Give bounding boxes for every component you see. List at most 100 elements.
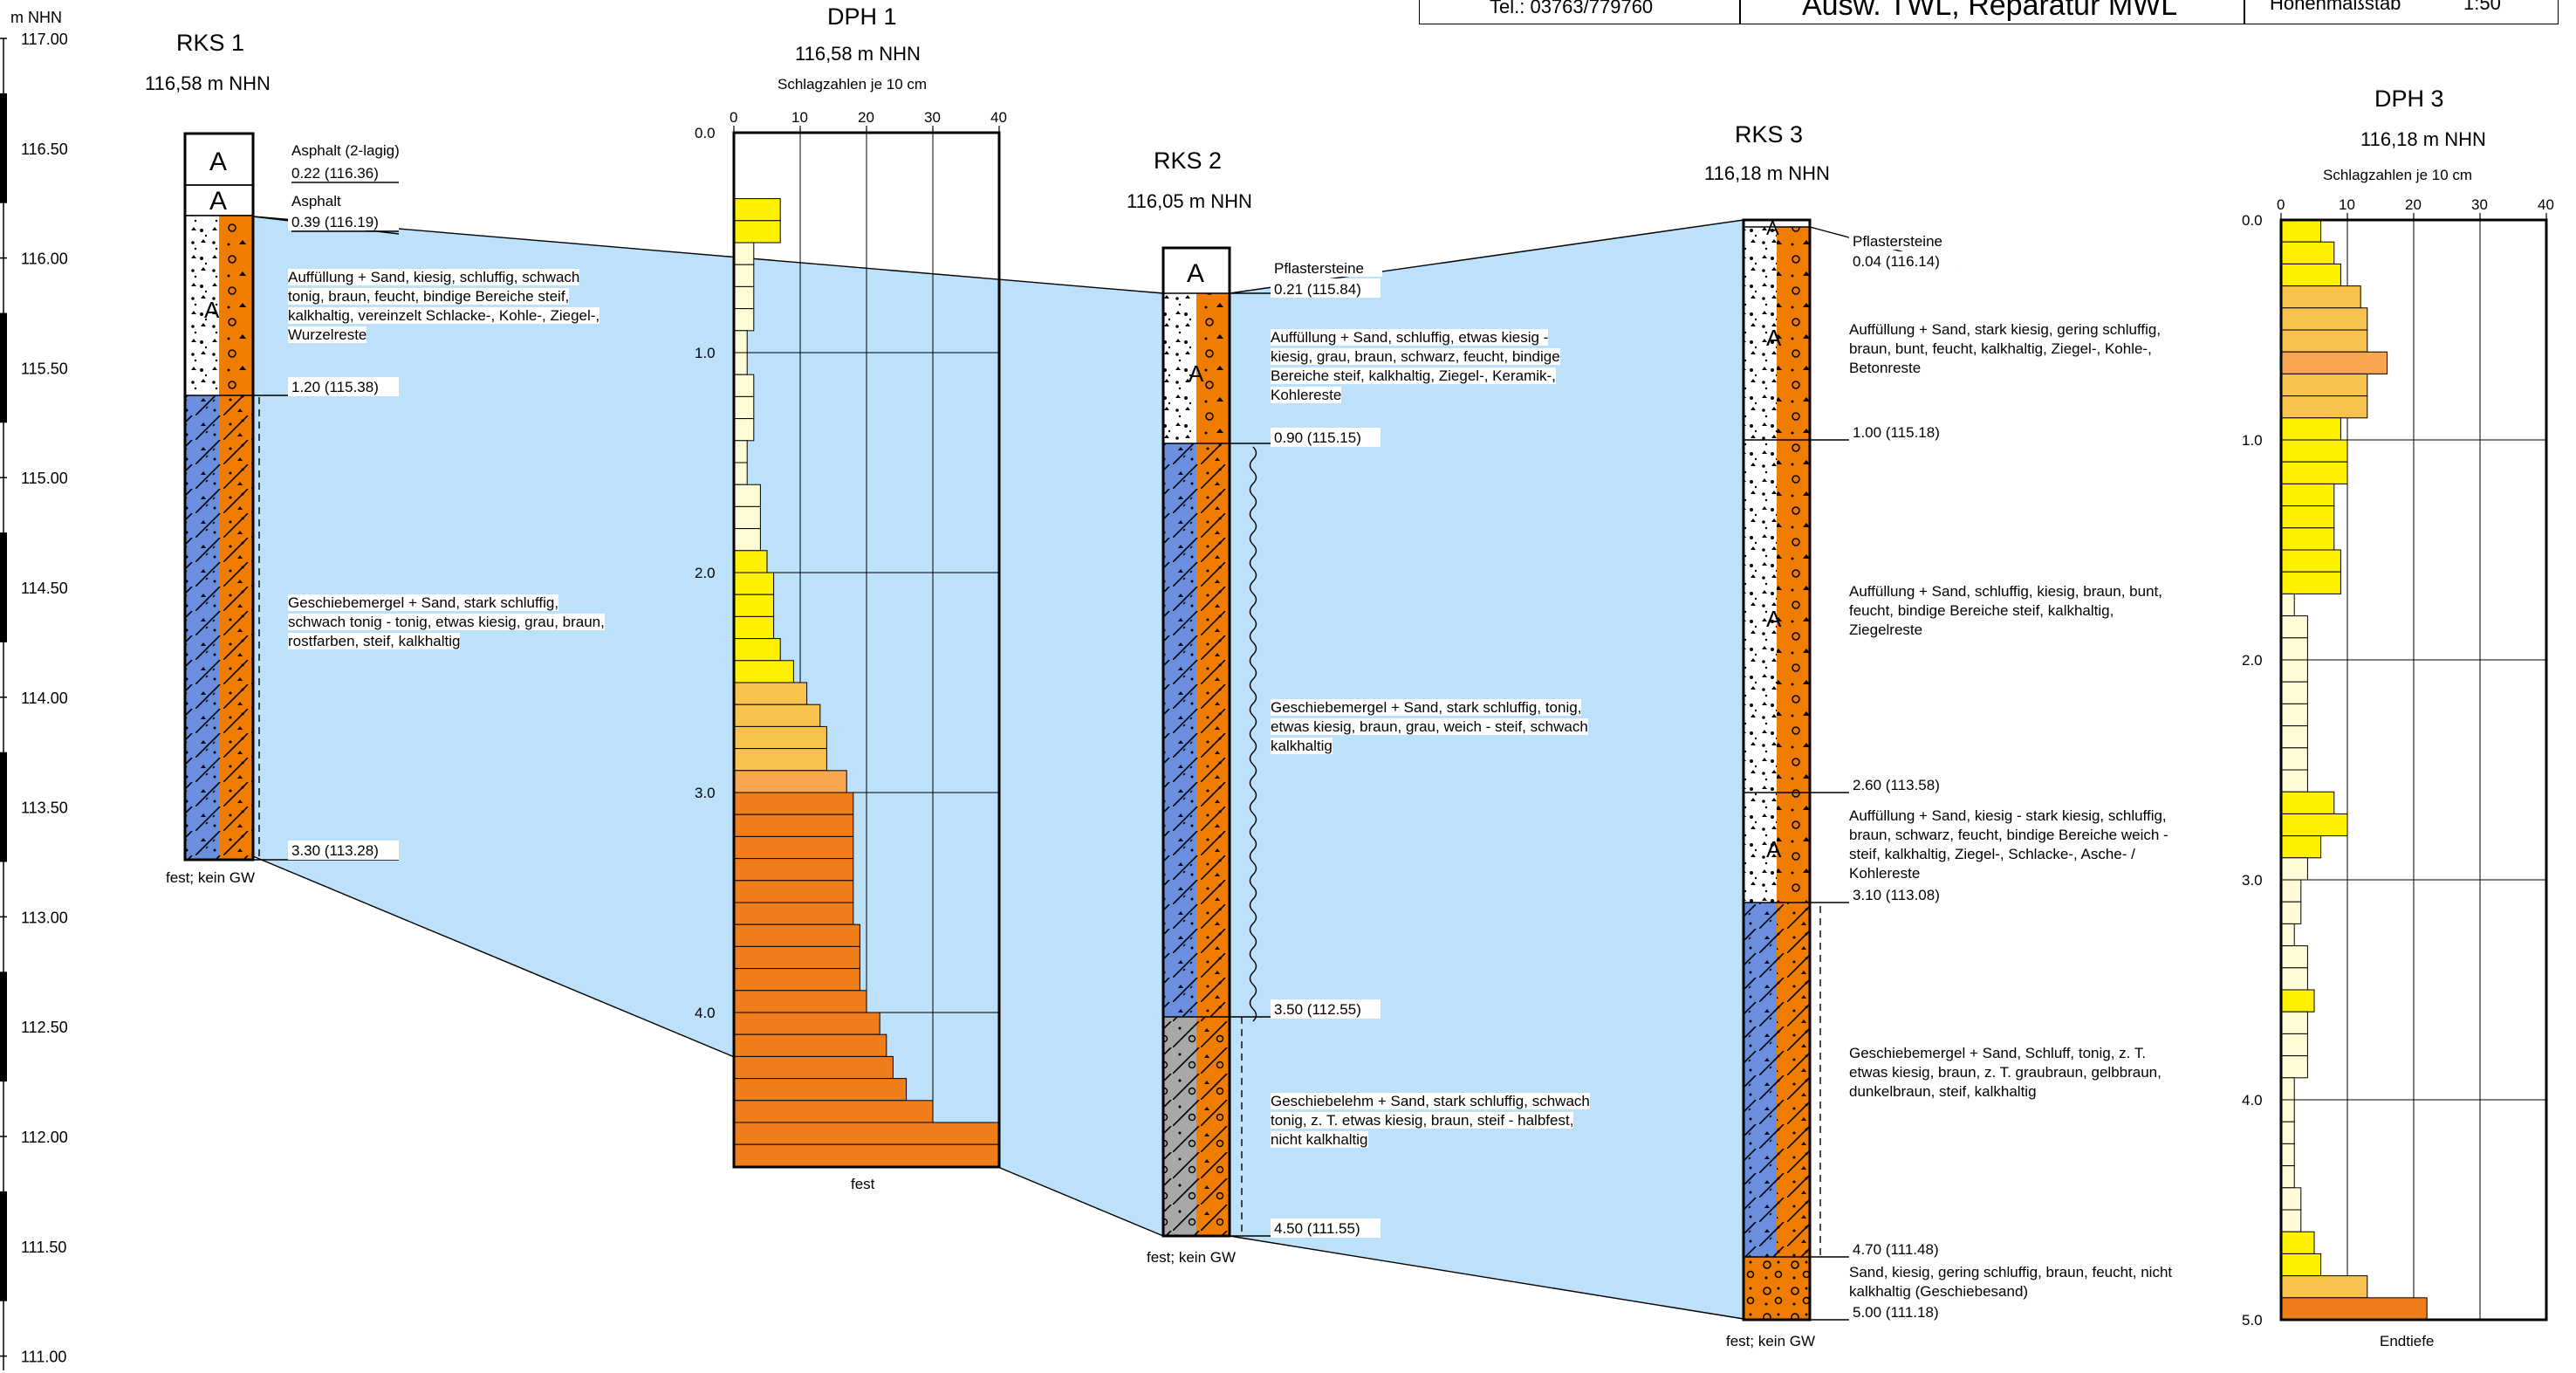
probe-bar (733, 462, 748, 485)
layer-description: Asphalt (291, 193, 341, 209)
layer-description: Geschiebemergel + Sand, Schluff, tonig, … (1849, 1045, 2162, 1100)
probe-bar (733, 572, 775, 595)
probe-x-tick-label: 20 (858, 109, 874, 126)
probe-bar (2280, 1187, 2302, 1211)
probe-bar (733, 484, 761, 507)
probe-depth-tick: 4.0 (2242, 1092, 2263, 1109)
borehole-footer: fest; kein GW (166, 869, 255, 886)
probe-depth-tick: 0.0 (2242, 212, 2263, 229)
depth-label: 2.60 (113.58) (1853, 777, 1940, 793)
probe-x-tick-label: 40 (2538, 196, 2554, 213)
probe-bar (2280, 989, 2315, 1013)
probe-bar (733, 220, 781, 244)
probe-bar (2280, 1209, 2302, 1232)
project-text: Ausw. TWL, Reparatur MWL (1802, 0, 2178, 22)
scale-value: 1:50 (2463, 0, 2501, 14)
probe-bar (733, 440, 748, 463)
elevation-scale-bar (0, 587, 7, 642)
probe-bar (733, 814, 854, 837)
probe-bar (2280, 263, 2341, 287)
scale-label: Höhenmaßstab (2270, 0, 2401, 14)
borehole-name: RKS 3 (1735, 121, 1803, 148)
probe-bar (733, 880, 854, 903)
probe-bar (2280, 417, 2341, 441)
probe-bar (733, 923, 860, 947)
probe-elevation: 116,58 m NHN (795, 43, 921, 65)
probe-bar (733, 1100, 934, 1123)
probe-bar (2280, 395, 2368, 419)
probe-x-tick-label: 10 (2339, 196, 2355, 213)
soil-symbol: A (204, 297, 220, 323)
probe-bar (2280, 1143, 2295, 1167)
probe-bar (2280, 505, 2335, 529)
probe-bar (733, 418, 755, 442)
probe-elevation: 116,18 m NHN (2360, 128, 2486, 150)
probe-bar (2280, 285, 2361, 309)
layer-description: Auffüllung + Sand, kiesig - stark kiesig… (1849, 807, 2168, 882)
probe-bar (2280, 1165, 2295, 1189)
elevation-scale-bar (0, 752, 7, 807)
depth-label: 5.00 (111.18) (1853, 1304, 1939, 1321)
probe-bar (2280, 461, 2348, 484)
probe-bar (2280, 483, 2335, 507)
depth-label: 1.00 (115.18) (1853, 424, 1940, 441)
probe-x-tick-label: 0 (2277, 196, 2285, 213)
soil-symbol: A (1766, 606, 1782, 632)
soil-symbol: A (1766, 325, 1782, 351)
probe-depth-tick: 3.0 (695, 785, 716, 801)
depth-label: 0.21 (115.84) (1274, 281, 1361, 298)
probe-depth-tick: 2.0 (695, 565, 716, 581)
elevation-tick-label: 113.00 (21, 909, 68, 926)
borehole-name: RKS 1 (176, 30, 244, 56)
depth-label: 1.20 (115.38) (291, 379, 379, 395)
probe-bar (733, 550, 768, 573)
probe-footer: fest (851, 1176, 875, 1192)
elevation-axis: m NHN 117.00116.50116.00115.50115.00114.… (0, 9, 68, 1370)
elevation-scale-bar (0, 1026, 7, 1082)
probe-x-tick-label: 30 (924, 109, 941, 126)
depth-label: 4.50 (111.55) (1274, 1220, 1360, 1237)
layer-description: Auffüllung + Sand, schluffig, kiesig, br… (1849, 583, 2162, 638)
probe-name: DPH 3 (2374, 86, 2444, 112)
probe-bar (2280, 813, 2348, 837)
probe-bar (2280, 1231, 2315, 1254)
probe-bar (733, 242, 755, 265)
probe-bar (2280, 571, 2341, 594)
probe-bar (733, 902, 854, 925)
probe-axis-title: Schlagzahlen je 10 cm (2323, 167, 2472, 183)
probe-depth-tick: 3.0 (2242, 872, 2263, 889)
probe-depth-tick: 2.0 (2242, 652, 2263, 669)
probe-bar (2280, 747, 2308, 771)
elevation-scale-bar (0, 807, 7, 862)
probe-bar (733, 615, 775, 640)
elevation-scale-bar (0, 1246, 7, 1301)
elevation-scale-bar (0, 1191, 7, 1246)
probe-bar (733, 198, 781, 222)
probe-bar (733, 1012, 880, 1035)
probe-frame (732, 131, 1001, 1169)
soil-symbol: A (1187, 259, 1204, 288)
depth-label: 3.50 (112.55) (1274, 1001, 1361, 1018)
elevation-tick-label: 116.50 (21, 141, 68, 158)
probe-bar (733, 308, 755, 332)
probe-dph-1: DPH 1 116,58 m NHN Schlagzahlen je 10 cm… (695, 3, 1007, 1192)
elevation-scale-bar (0, 148, 7, 203)
probe-depth-tick: 0.0 (695, 125, 716, 141)
wavy-line-rks2 (1249, 446, 1257, 1022)
probe-depth-tick: 1.0 (2242, 432, 2263, 449)
layer-labels-rks2: Pflastersteine 0.21 (115.84) Auffüllung … (1230, 257, 1590, 1238)
elevation-tick-label: 116.00 (21, 251, 68, 268)
borehole-elevation: 116,05 m NHN (1127, 190, 1252, 212)
probe-bar (2280, 1253, 2322, 1277)
probe-bar (2280, 725, 2308, 749)
correlation-edge (252, 855, 1164, 1237)
probe-bar (733, 682, 808, 705)
depth-label: 0.04 (116.14) (1853, 253, 1940, 270)
probe-bar (2280, 901, 2302, 924)
probe-bar (733, 330, 748, 354)
probe-bar (2280, 857, 2308, 881)
probe-bar (2280, 593, 2295, 617)
correlation-rks1-rks2 (253, 216, 1163, 1236)
layer-description: Pflastersteine (1274, 260, 1364, 277)
